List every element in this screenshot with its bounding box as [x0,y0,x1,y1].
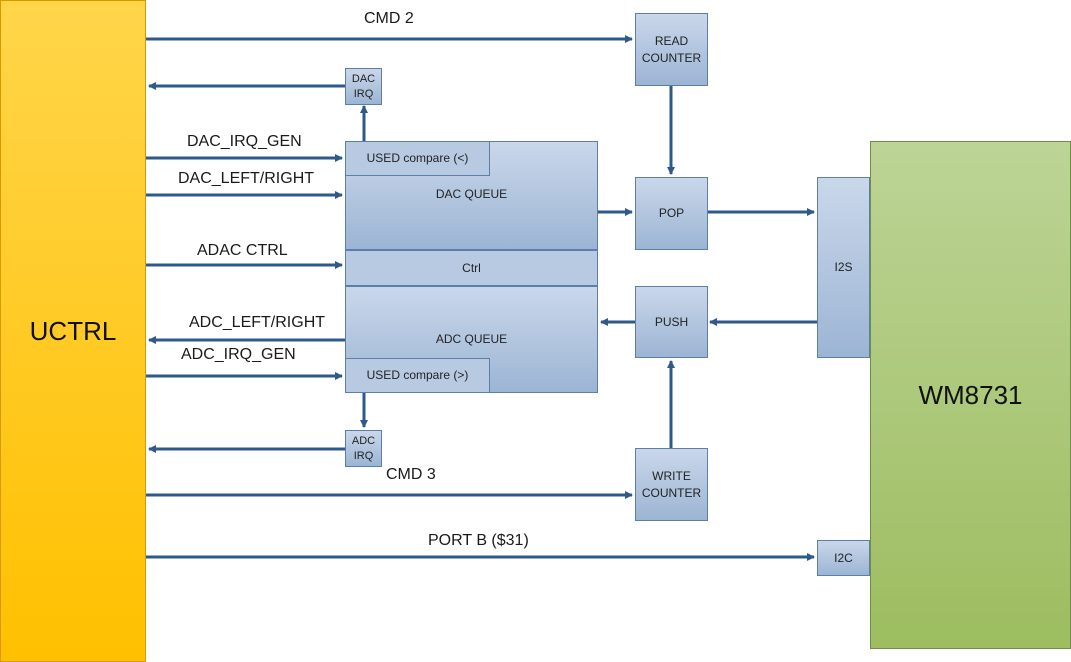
write-counter-label: WRITE COUNTER [641,468,702,500]
pop-block: POP [635,177,708,250]
cmd2-signal-label: CMD 2 [364,10,414,27]
read-counter-block: READ COUNTER [635,13,708,86]
dac-irq-label: DAC IRQ [351,72,376,100]
wm8731-block: WM8731 [870,141,1071,649]
adc-irq-label: ADC IRQ [351,434,376,462]
adc-irq-block: ADC IRQ [345,430,382,467]
adac-ctrl-signal-label: ADAC CTRL [197,242,288,259]
dac-left-right-signal-label: DAC_LEFT/RIGHT [178,170,315,187]
adc-used-compare-label: USED compare (>) [366,368,469,382]
dac-used-compare-block: USED compare (<) [345,141,490,176]
i2s-block: I2S [817,177,870,358]
uctrl-label: UCTRL [29,315,117,346]
adc-queue-label: ADC QUEUE [435,332,508,346]
wm8731-label: WM8731 [918,379,1023,410]
push-block: PUSH [635,286,708,358]
ctrl-label: Ctrl [462,260,481,275]
adc-irq-gen-signal-label: ADC_IRQ_GEN [181,346,296,363]
adc-left-right-signal-label: ADC_LEFT/RIGHT [189,314,326,331]
i2c-label: I2C [834,550,853,565]
i2c-block: I2C [817,540,870,576]
ctrl-block: Ctrl [345,250,598,286]
adc-used-compare-block: USED compare (>) [345,358,490,393]
dac-irq-gen-signal-label: DAC_IRQ_GEN [187,133,302,150]
write-counter-block: WRITE COUNTER [635,448,708,521]
push-label: PUSH [654,314,689,329]
i2s-label: I2S [834,260,853,274]
cmd3-signal-label: CMD 3 [386,466,436,483]
dac-irq-block: DAC IRQ [345,68,382,105]
dac-queue-label: DAC QUEUE [435,187,508,201]
pop-label: POP [658,206,685,220]
uctrl-block: UCTRL [0,0,146,662]
read-counter-label: READ COUNTER [641,33,702,65]
dac-used-compare-label: USED compare (<) [366,151,469,165]
port-b-signal-label: PORT B ($31) [428,532,529,549]
